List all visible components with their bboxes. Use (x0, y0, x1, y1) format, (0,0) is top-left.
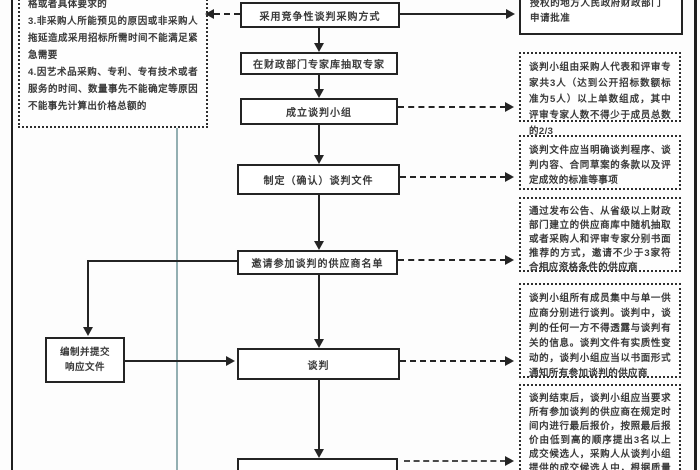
node-make-docs: 制定（确认）谈判文件 (237, 164, 400, 195)
arrowhead-right (505, 102, 514, 112)
connector-invite-to-note3 (398, 259, 506, 261)
connector-response-to-negotiate (125, 360, 227, 362)
arrowhead-right (505, 456, 514, 466)
node-bottom-cut (237, 458, 398, 470)
note-supplier-invitation: 通过发布公告、从省级以上财政部门建立的供应商库中随机抽取或者采购人和评审专家分别… (519, 197, 681, 273)
condition-paragraph: 4.因艺术品采购、专利、专有技术或者服务的时间、数量事先不能确定等原因不能事先计… (28, 67, 198, 112)
arrowhead-down (314, 449, 324, 458)
page-border-left (11, 0, 13, 470)
connector-group-to-docs (318, 125, 320, 156)
node-adopt-method: 采用竞争性谈判采购方式 (240, 2, 400, 28)
arrowhead-down (314, 89, 324, 98)
arrowhead-down (314, 339, 324, 348)
connector-docs-to-invite (318, 195, 320, 242)
connector-invite-to-negotiate (318, 275, 320, 340)
connector-adopt-to-condition (214, 13, 240, 15)
page-border-right (694, 0, 697, 470)
connector-negotiate-to-note4 (400, 360, 506, 362)
connector-bottom-to-note5 (404, 460, 506, 462)
column-divider-line (176, 128, 178, 470)
approval-box-line2: 申请批准 (530, 13, 571, 24)
note-negotiation-rules: 谈判小组所有成员集中与单一供应商分别进行谈判。谈判中，谈判的任何一方不得透露与谈… (519, 283, 681, 379)
arrowhead-right (505, 356, 514, 366)
connector-negotiate-to-bottom (318, 380, 320, 450)
connector-adopt-to-approval (400, 13, 507, 15)
node-prepare-response-line1: 编制并提交 (59, 347, 110, 358)
connector-docs-to-note2 (400, 176, 506, 178)
note-doc-requirements: 谈判文件应当明确谈判程序、谈判内容、合同草案的条款以及评定成效的标准等事项 (519, 135, 681, 190)
arrowhead-down (83, 327, 93, 336)
node-form-group: 成立谈判小组 (240, 98, 398, 125)
connector-experts-to-group (318, 75, 320, 90)
condition-note: 格或者具体要求的 3.非采购人所能预见的原因或非采购人拖延造成采用招标所需时间不… (18, 0, 208, 128)
arrowhead-down (314, 155, 324, 164)
node-negotiate: 谈判 (237, 348, 400, 380)
node-invite-suppliers: 邀请参加谈判的供应商名单 (237, 250, 398, 275)
note-final-offer: 谈判结束后，谈判小组应当要求所有参加谈判的供应商在规定时间内进行最后报价，按照最… (519, 384, 681, 470)
arrowhead-down (314, 241, 324, 250)
approval-box: 授权的地方人民政府财政部门 申请批准 (519, 0, 683, 35)
connector-adopt-to-experts (318, 28, 320, 44)
node-prepare-response: 编制并提交 响应文件 (45, 337, 125, 383)
condition-paragraph: 格或者具体要求的 (28, 0, 108, 10)
connector-invite-elbow-horizontal (87, 260, 237, 262)
approval-box-line1: 授权的地方人民政府财政部门 (530, 0, 662, 9)
condition-paragraph: 3.非采购人所能预见的原因或非采购人拖延造成采用招标所需时间不能满足紧急需要 (28, 16, 198, 61)
node-prepare-response-line2: 响应文件 (64, 362, 105, 373)
note-group-composition: 谈判小组由采购人代表和评审专家共3人（达到公开招标数额标准为5人）以上单数组成，… (519, 52, 681, 137)
arrowhead-right (226, 356, 235, 366)
connector-group-to-note1 (398, 106, 506, 108)
arrowhead-right (505, 172, 514, 182)
arrowhead-right (506, 9, 515, 19)
arrowhead-down (314, 43, 324, 52)
arrowhead-left (205, 9, 214, 19)
arrowhead-right (505, 255, 514, 265)
connector-invite-elbow-vertical (87, 260, 89, 328)
node-draw-experts: 在财政部门专家库抽取专家 (240, 52, 398, 75)
